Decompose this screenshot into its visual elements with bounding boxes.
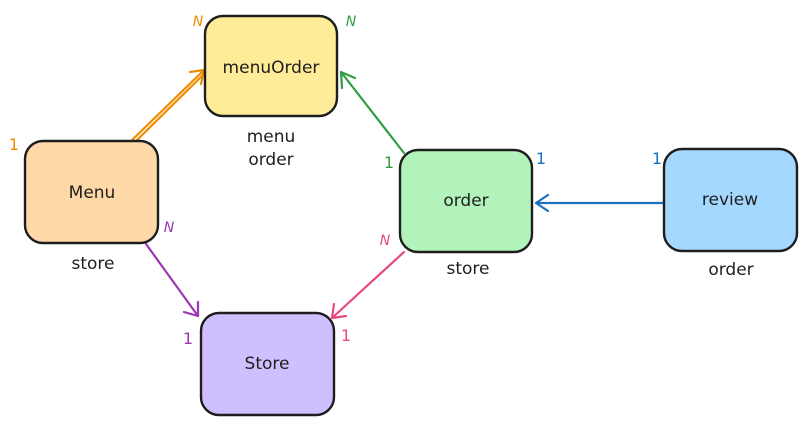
card-review-1-blue: 1: [652, 149, 662, 168]
cardinalities: N 1 N 1 1 1 N 1 N 1: [9, 14, 662, 348]
menu-field-store: store: [72, 254, 115, 274]
menuorder-field-order: order: [248, 150, 293, 170]
card-menu-n-purple: N: [164, 220, 175, 236]
store-box[interactable]: [199, 311, 336, 417]
card-order-1-green: 1: [384, 153, 394, 172]
card-order-n-pink: N: [380, 233, 391, 249]
relation-review-to-order: [534, 193, 664, 213]
edge-order-menuorder: [339, 70, 406, 155]
order-title: order: [443, 191, 488, 211]
review-title: review: [702, 190, 758, 210]
node-store[interactable]: Store: [199, 311, 336, 417]
node-review[interactable]: review: [662, 147, 799, 253]
relations: [128, 68, 664, 320]
card-order-1-blue: 1: [536, 149, 546, 168]
edge-review-order: [534, 193, 664, 213]
node-order[interactable]: order: [398, 148, 534, 254]
menuorder-box[interactable]: [203, 14, 339, 118]
edge-menu-menuorder: [128, 68, 206, 144]
order-field-store: store: [447, 259, 490, 279]
card-menuorder-n-green: N: [346, 14, 357, 30]
edge-menu-store: [144, 242, 200, 318]
menuorder-title: menuOrder: [223, 58, 320, 78]
order-box[interactable]: [398, 148, 534, 254]
review-field-order: order: [708, 260, 753, 280]
card-store-1-pink: 1: [341, 326, 351, 345]
node-menu[interactable]: Menu: [23, 139, 160, 245]
card-menuorder-n-orange: N: [193, 14, 204, 30]
relation-order-to-store: [330, 250, 406, 320]
node-menuorder[interactable]: menuOrder: [203, 14, 339, 118]
relation-menu-to-store: [144, 242, 200, 318]
edge-menu-menuorder-stroke2: [131, 71, 207, 146]
card-store-1-purple: 1: [183, 329, 193, 348]
menuorder-field-menu: menu: [247, 127, 296, 147]
card-menu-1-orange: 1: [9, 135, 19, 154]
menu-title: Menu: [69, 183, 116, 203]
store-title: Store: [245, 354, 290, 374]
relation-menu-to-menuorder: [128, 68, 207, 146]
menu-box[interactable]: [23, 139, 160, 245]
relation-order-to-menuorder: [339, 70, 406, 155]
edge-order-store: [330, 250, 406, 320]
review-box[interactable]: [662, 147, 799, 253]
